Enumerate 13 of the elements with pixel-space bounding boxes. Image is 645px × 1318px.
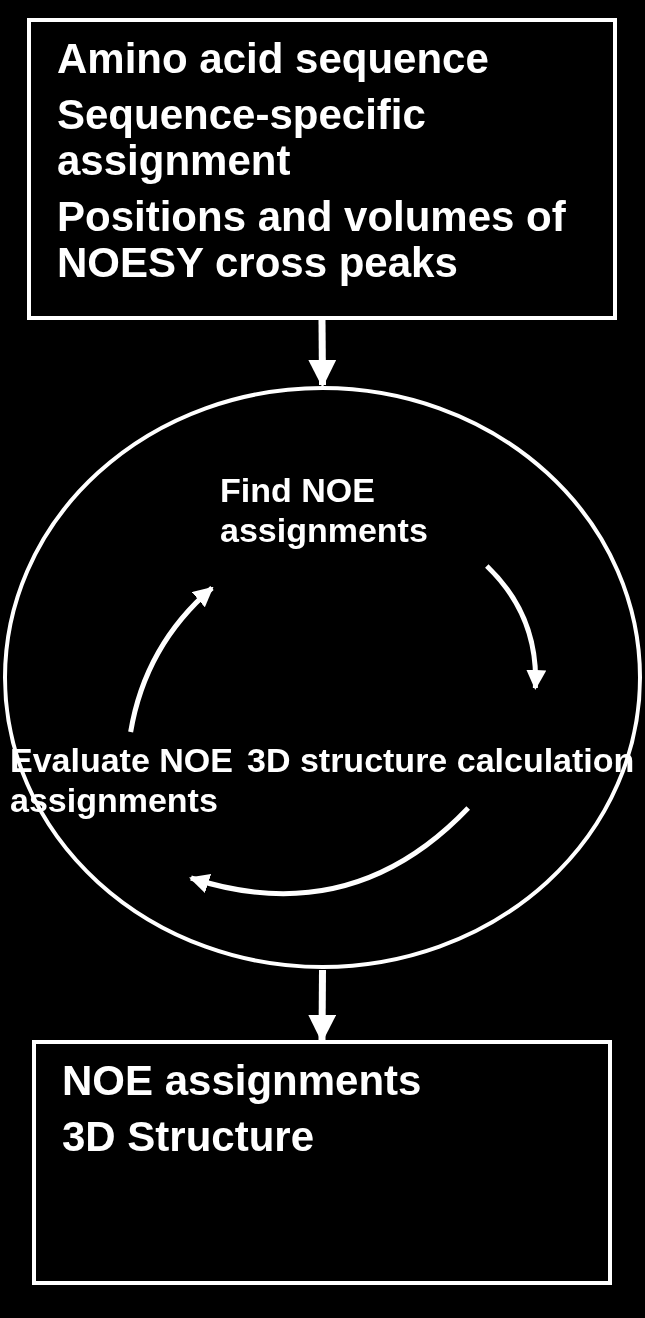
step-label: Find NOE assignments [220, 470, 510, 550]
arrow [308, 319, 337, 388]
process-box [27, 18, 617, 320]
arrow [485, 564, 546, 690]
box-text: 3D Structure [62, 1114, 316, 1160]
process-box [32, 1040, 612, 1285]
box-text: NOE assignments [62, 1058, 423, 1104]
box-text: Positions and volumes of NOESY cross peaks [57, 194, 567, 286]
box-text: Sequence-specific assignment [57, 92, 427, 184]
arrow [128, 586, 214, 733]
arrow [308, 969, 337, 1043]
arrow [189, 806, 470, 896]
box-text: Amino acid sequence [57, 36, 490, 82]
